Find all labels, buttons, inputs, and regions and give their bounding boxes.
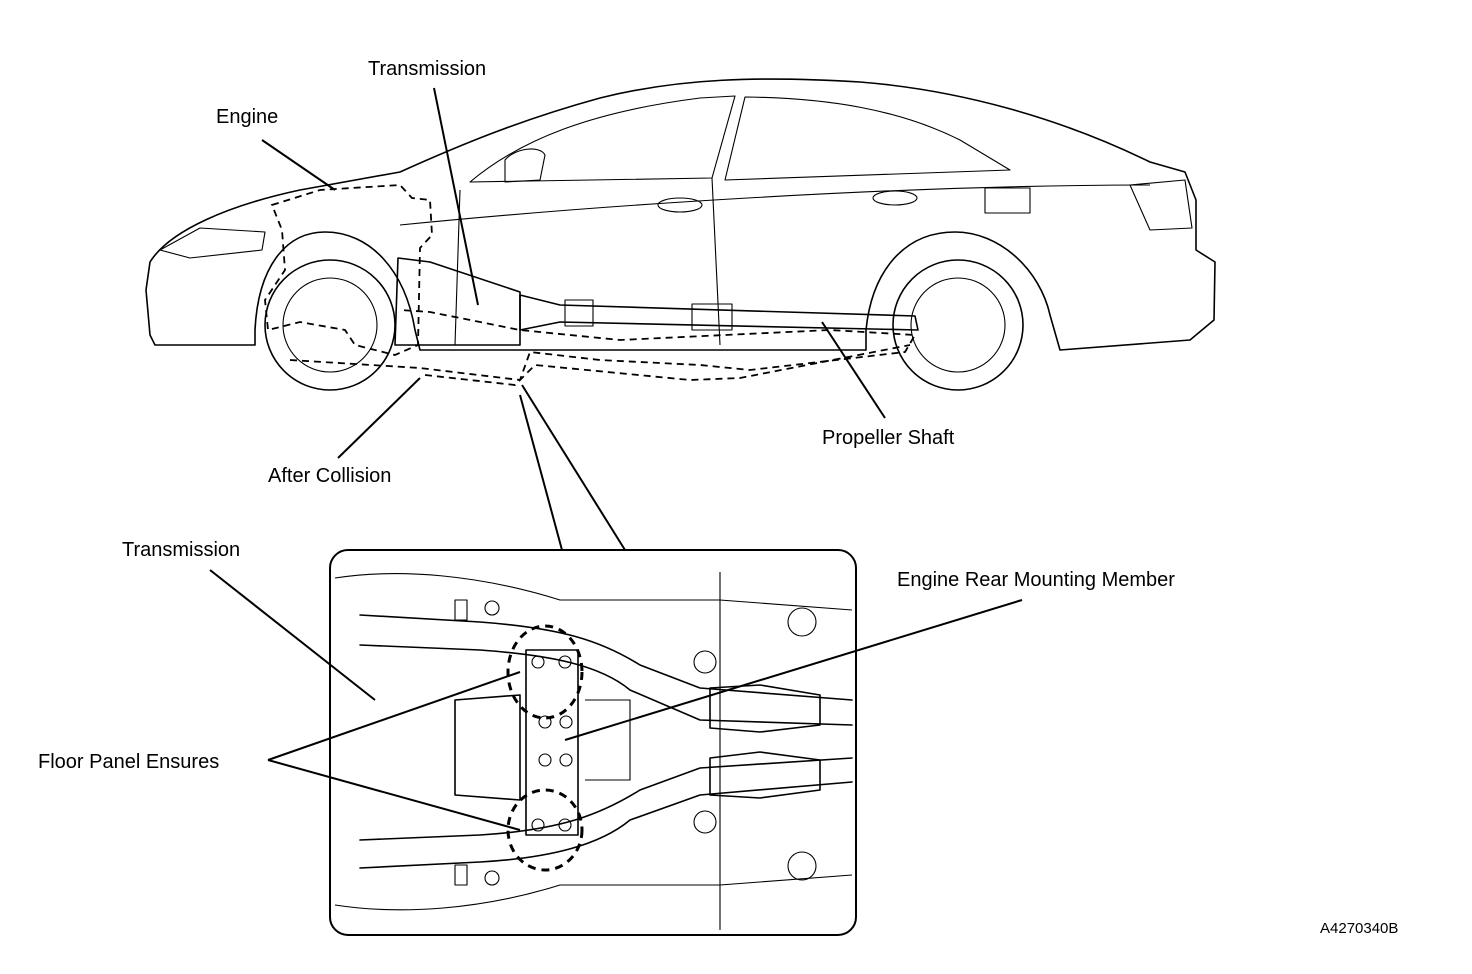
- detail-frame: [329, 549, 857, 936]
- car-taillight: [1129, 179, 1193, 231]
- leader-lines: [209, 87, 1023, 831]
- rear-wheel: [892, 259, 1024, 391]
- car-side-view: [145, 78, 1216, 391]
- floor-panel-ensure-circle-lower: [506, 788, 584, 872]
- label-propeller-shaft: Propeller Shaft: [822, 427, 955, 449]
- engine-rear-mounting-member: [525, 649, 579, 836]
- floor-hole: [484, 600, 500, 616]
- mounting-bolts: [531, 655, 573, 832]
- leader-engine: [261, 139, 336, 191]
- leader-engine-rear-mounting-member: [564, 599, 1023, 741]
- zoom-line: [519, 394, 563, 551]
- transmission-housing: [394, 257, 521, 346]
- leader-after-collision: [337, 377, 421, 459]
- floor-hole: [787, 851, 817, 881]
- car-belt-line: [399, 184, 1151, 226]
- engine-after-collision-outline: [264, 184, 433, 356]
- door-handle: [657, 197, 703, 213]
- floor-slot: [454, 599, 468, 621]
- car-license-plate: [984, 187, 1031, 214]
- car-rear-window: [724, 96, 1011, 181]
- leader-propeller-shaft: [821, 321, 886, 419]
- leader-transmission-detail: [209, 569, 376, 701]
- car-window-line: [469, 95, 736, 183]
- exhaust-pipe-lower: [359, 781, 853, 869]
- floor-member: [334, 874, 853, 911]
- floor-hole: [693, 650, 717, 674]
- floor-slot: [454, 864, 468, 886]
- floor-panel-ensure-circle-upper: [506, 624, 584, 720]
- universal-joint: [564, 299, 594, 327]
- underside-detail-view: [329, 384, 857, 936]
- floor-hole: [693, 810, 717, 834]
- label-transmission-top: Transmission: [368, 58, 487, 80]
- label-floor-panel-ensures: Floor Panel Ensures: [38, 751, 220, 773]
- floor-hole: [787, 607, 817, 637]
- rear-wheel-rim: [910, 277, 1006, 373]
- propeller-shaft: [519, 294, 919, 331]
- car-door-line: [711, 177, 721, 346]
- zoom-line: [521, 384, 626, 551]
- catalytic-converter: [709, 751, 821, 799]
- door-handle: [872, 190, 918, 206]
- car-body-outline: [145, 78, 1216, 351]
- leader-transmission-top: [433, 87, 479, 306]
- label-engine-rear-mounting-member: Engine Rear Mounting Member: [897, 569, 1175, 591]
- powertrain-after-collision-outline: [289, 309, 917, 381]
- label-engine: Engine: [216, 106, 279, 128]
- exhaust-pipe-upper: [359, 644, 853, 726]
- car-mirror: [504, 148, 546, 183]
- car-headlight: [159, 227, 266, 259]
- label-transmission-detail: Transmission: [122, 539, 241, 561]
- catalytic-converter: [709, 684, 821, 733]
- exhaust-pipe-upper: [359, 614, 853, 701]
- transmission-underside: [454, 694, 521, 801]
- exhaust-pipe-lower: [359, 757, 853, 841]
- shaft-after-collision-outline: [424, 344, 911, 386]
- leader-floor-panel-upper: [267, 671, 521, 761]
- floor-hole: [484, 870, 500, 886]
- transmission-mount: [585, 699, 631, 781]
- front-wheel-rim: [282, 277, 378, 373]
- universal-joint: [691, 303, 733, 331]
- floor-member: [334, 573, 853, 611]
- figure-code: A4270340B: [1320, 920, 1399, 937]
- leader-floor-panel-lower: [267, 759, 521, 831]
- label-after-collision: After Collision: [268, 465, 392, 487]
